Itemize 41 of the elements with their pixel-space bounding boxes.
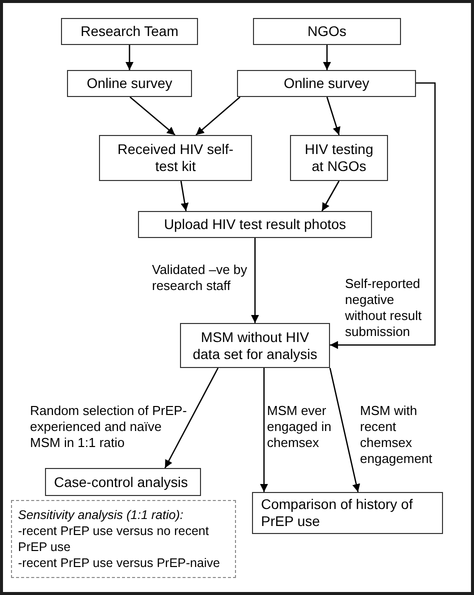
arrow xyxy=(329,368,360,492)
arrow xyxy=(251,238,259,323)
process-box xyxy=(290,135,388,181)
box-label: Comparison of history of PrEP use xyxy=(261,496,414,530)
arrow xyxy=(326,96,340,136)
edge-label: Validated –ve by research staff xyxy=(152,262,248,294)
arrow xyxy=(126,45,134,70)
arrow xyxy=(330,82,436,349)
box-label: Online survey xyxy=(86,75,172,92)
process-box xyxy=(253,18,401,45)
box-label: Received HIV self-test kit xyxy=(116,141,234,175)
process-box xyxy=(61,18,198,45)
arrow xyxy=(323,45,331,70)
box-label: NGOs xyxy=(308,23,346,40)
note-text: -recent PrEP use versus no recent PrEP use xyxy=(18,523,210,555)
process-box xyxy=(252,492,443,534)
box-label: Case-control analysis xyxy=(54,474,188,490)
box-label: MSM without HIV data set for analysis xyxy=(192,328,318,362)
note-text: -recent PrEP use versus PrEP-naive xyxy=(18,555,220,571)
arrow xyxy=(164,368,219,468)
edge-label: Self-reported negative without result submission xyxy=(345,276,423,340)
process-box xyxy=(99,135,252,181)
edge-label: Random selection of PrEP-experienced and naïve MSM in 1:1 ratio xyxy=(30,403,188,451)
arrow xyxy=(321,180,340,212)
process-box xyxy=(67,70,192,97)
box-label: HIV testing at NGOs xyxy=(304,141,374,175)
note-heading: Sensitivity analysis (1:1 ratio): xyxy=(18,507,184,523)
arrow xyxy=(130,96,176,136)
box-label: Research Team xyxy=(80,23,178,40)
process-box xyxy=(138,211,372,238)
process-box xyxy=(180,323,330,368)
box-label: Online survey xyxy=(284,75,370,92)
edge-label: MSM ever engaged in chemsex xyxy=(267,403,332,451)
arrow xyxy=(260,368,268,492)
box-label: Upload HIV test result photos xyxy=(164,216,346,233)
arrow xyxy=(180,180,189,212)
arrow xyxy=(196,96,240,136)
process-box xyxy=(237,70,416,97)
process-box xyxy=(45,468,201,496)
edge-label: MSM with recent chemsex engagement xyxy=(360,403,434,467)
note-box xyxy=(11,500,236,578)
